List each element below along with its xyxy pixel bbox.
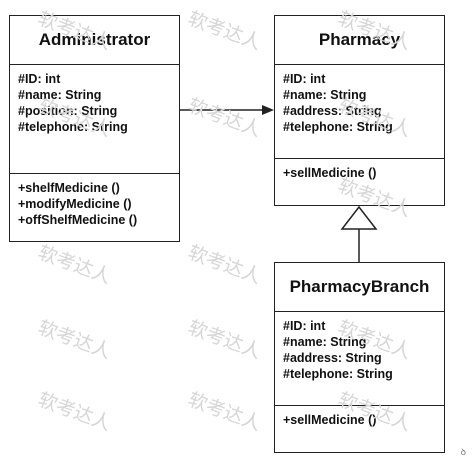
operation: +sellMedicine () [283, 413, 377, 427]
attribute: #telephone: String [283, 120, 393, 134]
class-name-administrator: Administrator [10, 16, 179, 65]
attributes-pharmacy: #ID: int #name: String #address: String … [275, 65, 444, 159]
association-arrowhead [262, 105, 274, 115]
corner-mark: ꝺ [460, 447, 466, 457]
operation: +modifyMedicine () [18, 197, 132, 211]
operation: +shelfMedicine () [18, 181, 120, 195]
attributes-administrator: #ID: int #name: String #position: String… [10, 65, 179, 174]
class-name-pharmacy-branch: PharmacyBranch [275, 263, 444, 312]
class-pharmacy: Pharmacy #ID: int #name: String #address… [274, 15, 445, 206]
attribute: #telephone: String [283, 367, 393, 381]
operations-pharmacy: +sellMedicine () [275, 159, 444, 187]
attribute: #ID: int [283, 72, 326, 86]
attributes-pharmacy-branch: #ID: int #name: String #address: String … [275, 312, 444, 406]
operation: +offShelfMedicine () [18, 213, 138, 227]
attribute: #name: String [18, 88, 102, 102]
class-name-pharmacy: Pharmacy [275, 16, 444, 65]
class-administrator: Administrator #ID: int #name: String #po… [9, 15, 180, 242]
operation: +sellMedicine () [283, 166, 377, 180]
attribute: #address: String [283, 104, 382, 118]
operations-pharmacy-branch: +sellMedicine () [275, 406, 444, 434]
attribute: #ID: int [283, 319, 326, 333]
attribute: #address: String [283, 351, 382, 365]
class-pharmacy-branch: PharmacyBranch #ID: int #name: String #a… [274, 262, 445, 453]
attribute: #position: String [18, 104, 118, 118]
operations-administrator: +shelfMedicine () +modifyMedicine () +of… [10, 174, 179, 234]
attribute: #telephone: String [18, 120, 128, 134]
inheritance-triangle [340, 205, 378, 230]
attribute: #name: String [283, 88, 367, 102]
attribute: #ID: int [18, 72, 61, 86]
attribute: #name: String [283, 335, 367, 349]
